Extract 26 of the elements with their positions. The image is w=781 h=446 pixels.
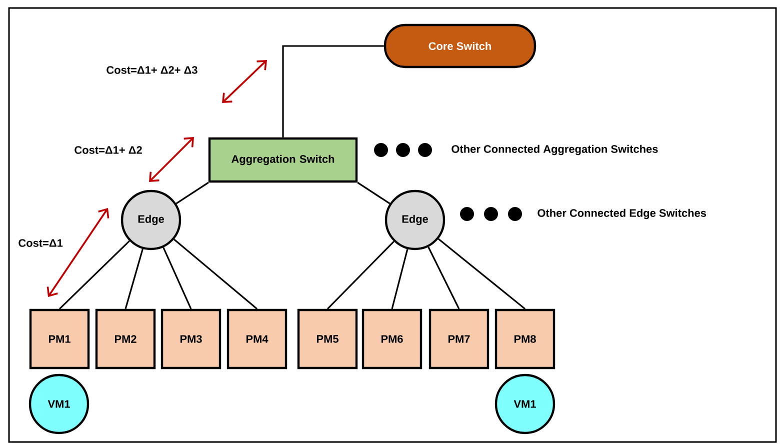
connector-line [428, 246, 460, 310]
connector-line [124, 248, 144, 310]
label: Cost=Δ1 [18, 239, 63, 247]
pm-box: PM2 [95, 308, 156, 370]
label: Cost=Δ1+ Δ2+ Δ3 [106, 66, 198, 74]
pm-box: PM8 [494, 308, 556, 370]
pm-box: PM1 [29, 308, 90, 370]
connector-line [326, 240, 394, 310]
pm-box: PM6 [362, 308, 422, 370]
label: Cost=Δ1+ Δ2 [74, 146, 142, 154]
pm-box: PM7 [428, 308, 490, 370]
pm-box: PM3 [160, 308, 222, 370]
label: Other Connected Edge Switches [538, 208, 706, 220]
label: Other Connected Aggregation Switches [452, 144, 658, 156]
connector-line [176, 182, 209, 204]
connector-line [282, 45, 384, 138]
connector-line [438, 238, 526, 310]
pm-box: PM5 [297, 308, 358, 370]
connector-line [174, 238, 258, 310]
connector-line [357, 182, 390, 204]
aggregation-switch-box: Aggregation Switch [208, 137, 358, 183]
connector-line [58, 240, 130, 310]
connector-line [162, 247, 192, 310]
pm-box: PM4 [226, 308, 288, 370]
connector-line [391, 248, 408, 310]
core-switch-box: Core Switch [384, 24, 536, 68]
